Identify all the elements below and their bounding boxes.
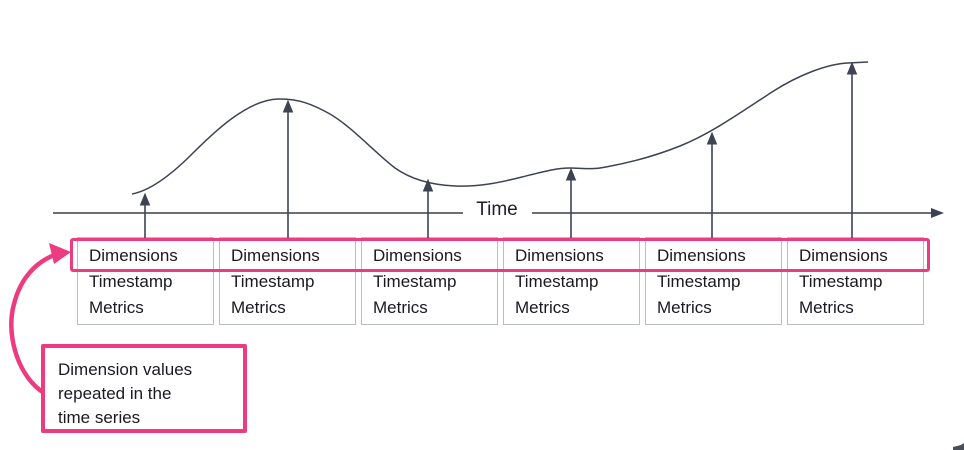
field-metrics: Metrics	[515, 298, 570, 317]
time-axis-label: Time	[469, 199, 525, 221]
field-metrics: Metrics	[373, 298, 428, 317]
value-arrow-head	[846, 61, 858, 75]
value-arrow-head	[706, 131, 718, 145]
field-metrics: Metrics	[89, 298, 144, 317]
field-timestamp: Timestamp	[231, 272, 315, 291]
field-dimensions: Dimensions	[799, 246, 888, 265]
field-dimensions: Dimensions	[515, 246, 604, 265]
field-dimensions: Dimensions	[657, 246, 746, 265]
field-metrics: Metrics	[799, 298, 854, 317]
annotation-callout: Dimension values repeated in the time se…	[41, 344, 247, 433]
record-box: Dimensions Timestamp Metrics	[503, 237, 640, 325]
record-box: Dimensions Timestamp Metrics	[787, 237, 924, 325]
field-metrics: Metrics	[657, 298, 712, 317]
value-arrow-head	[282, 99, 294, 113]
field-dimensions: Dimensions	[89, 246, 178, 265]
annotation-arrowhead	[49, 243, 71, 264]
value-arrow-head	[139, 192, 151, 206]
value-arrow-head	[422, 178, 434, 192]
field-dimensions: Dimensions	[373, 246, 462, 265]
field-timestamp: Timestamp	[515, 272, 599, 291]
dimensions-highlight-band	[70, 238, 930, 272]
field-dimensions: Dimensions	[231, 246, 320, 265]
value-arrow-head	[565, 167, 577, 181]
record-box: Dimensions Timestamp Metrics	[361, 237, 498, 325]
record-box: Dimensions Timestamp Metrics	[77, 237, 214, 325]
field-timestamp: Timestamp	[799, 272, 883, 291]
annotation-text: Dimension values repeated in the time se…	[58, 360, 193, 427]
field-timestamp: Timestamp	[373, 272, 457, 291]
field-timestamp: Timestamp	[89, 272, 173, 291]
time-axis-arrowhead	[931, 208, 944, 218]
record-box: Dimensions Timestamp Metrics	[645, 237, 782, 325]
series-curve	[131, 61, 869, 195]
screen-artifact	[953, 443, 964, 450]
field-timestamp: Timestamp	[657, 272, 741, 291]
field-metrics: Metrics	[231, 298, 286, 317]
